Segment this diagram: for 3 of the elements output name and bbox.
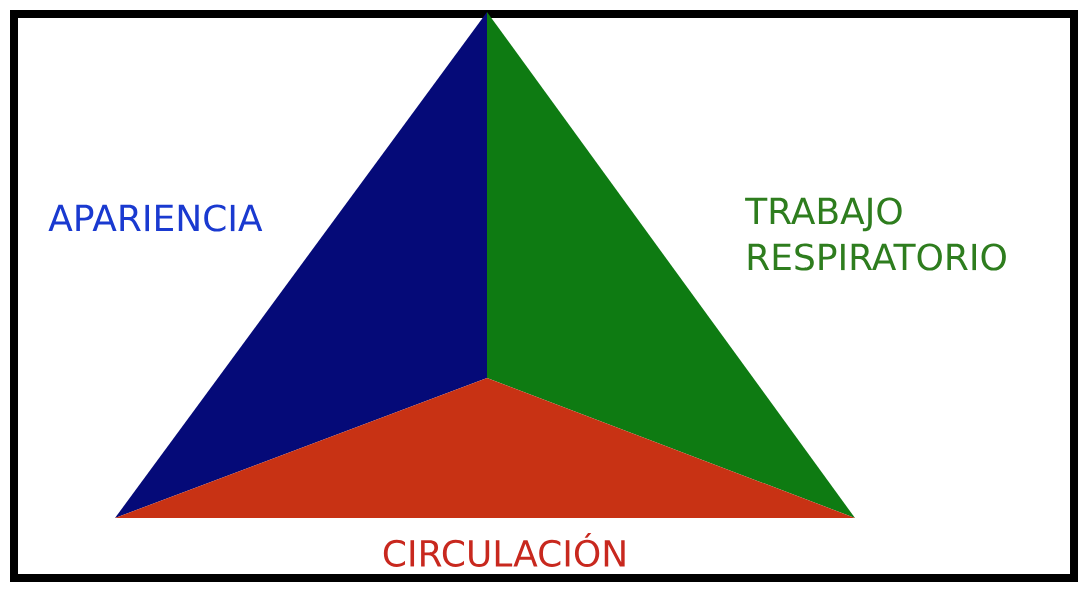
label: CIRCULACIÓN — [383, 533, 625, 567]
label: APARIENCIA — [48, 204, 263, 232]
label: TRABAJO RESPIRATORIO — [745, 197, 1006, 271]
